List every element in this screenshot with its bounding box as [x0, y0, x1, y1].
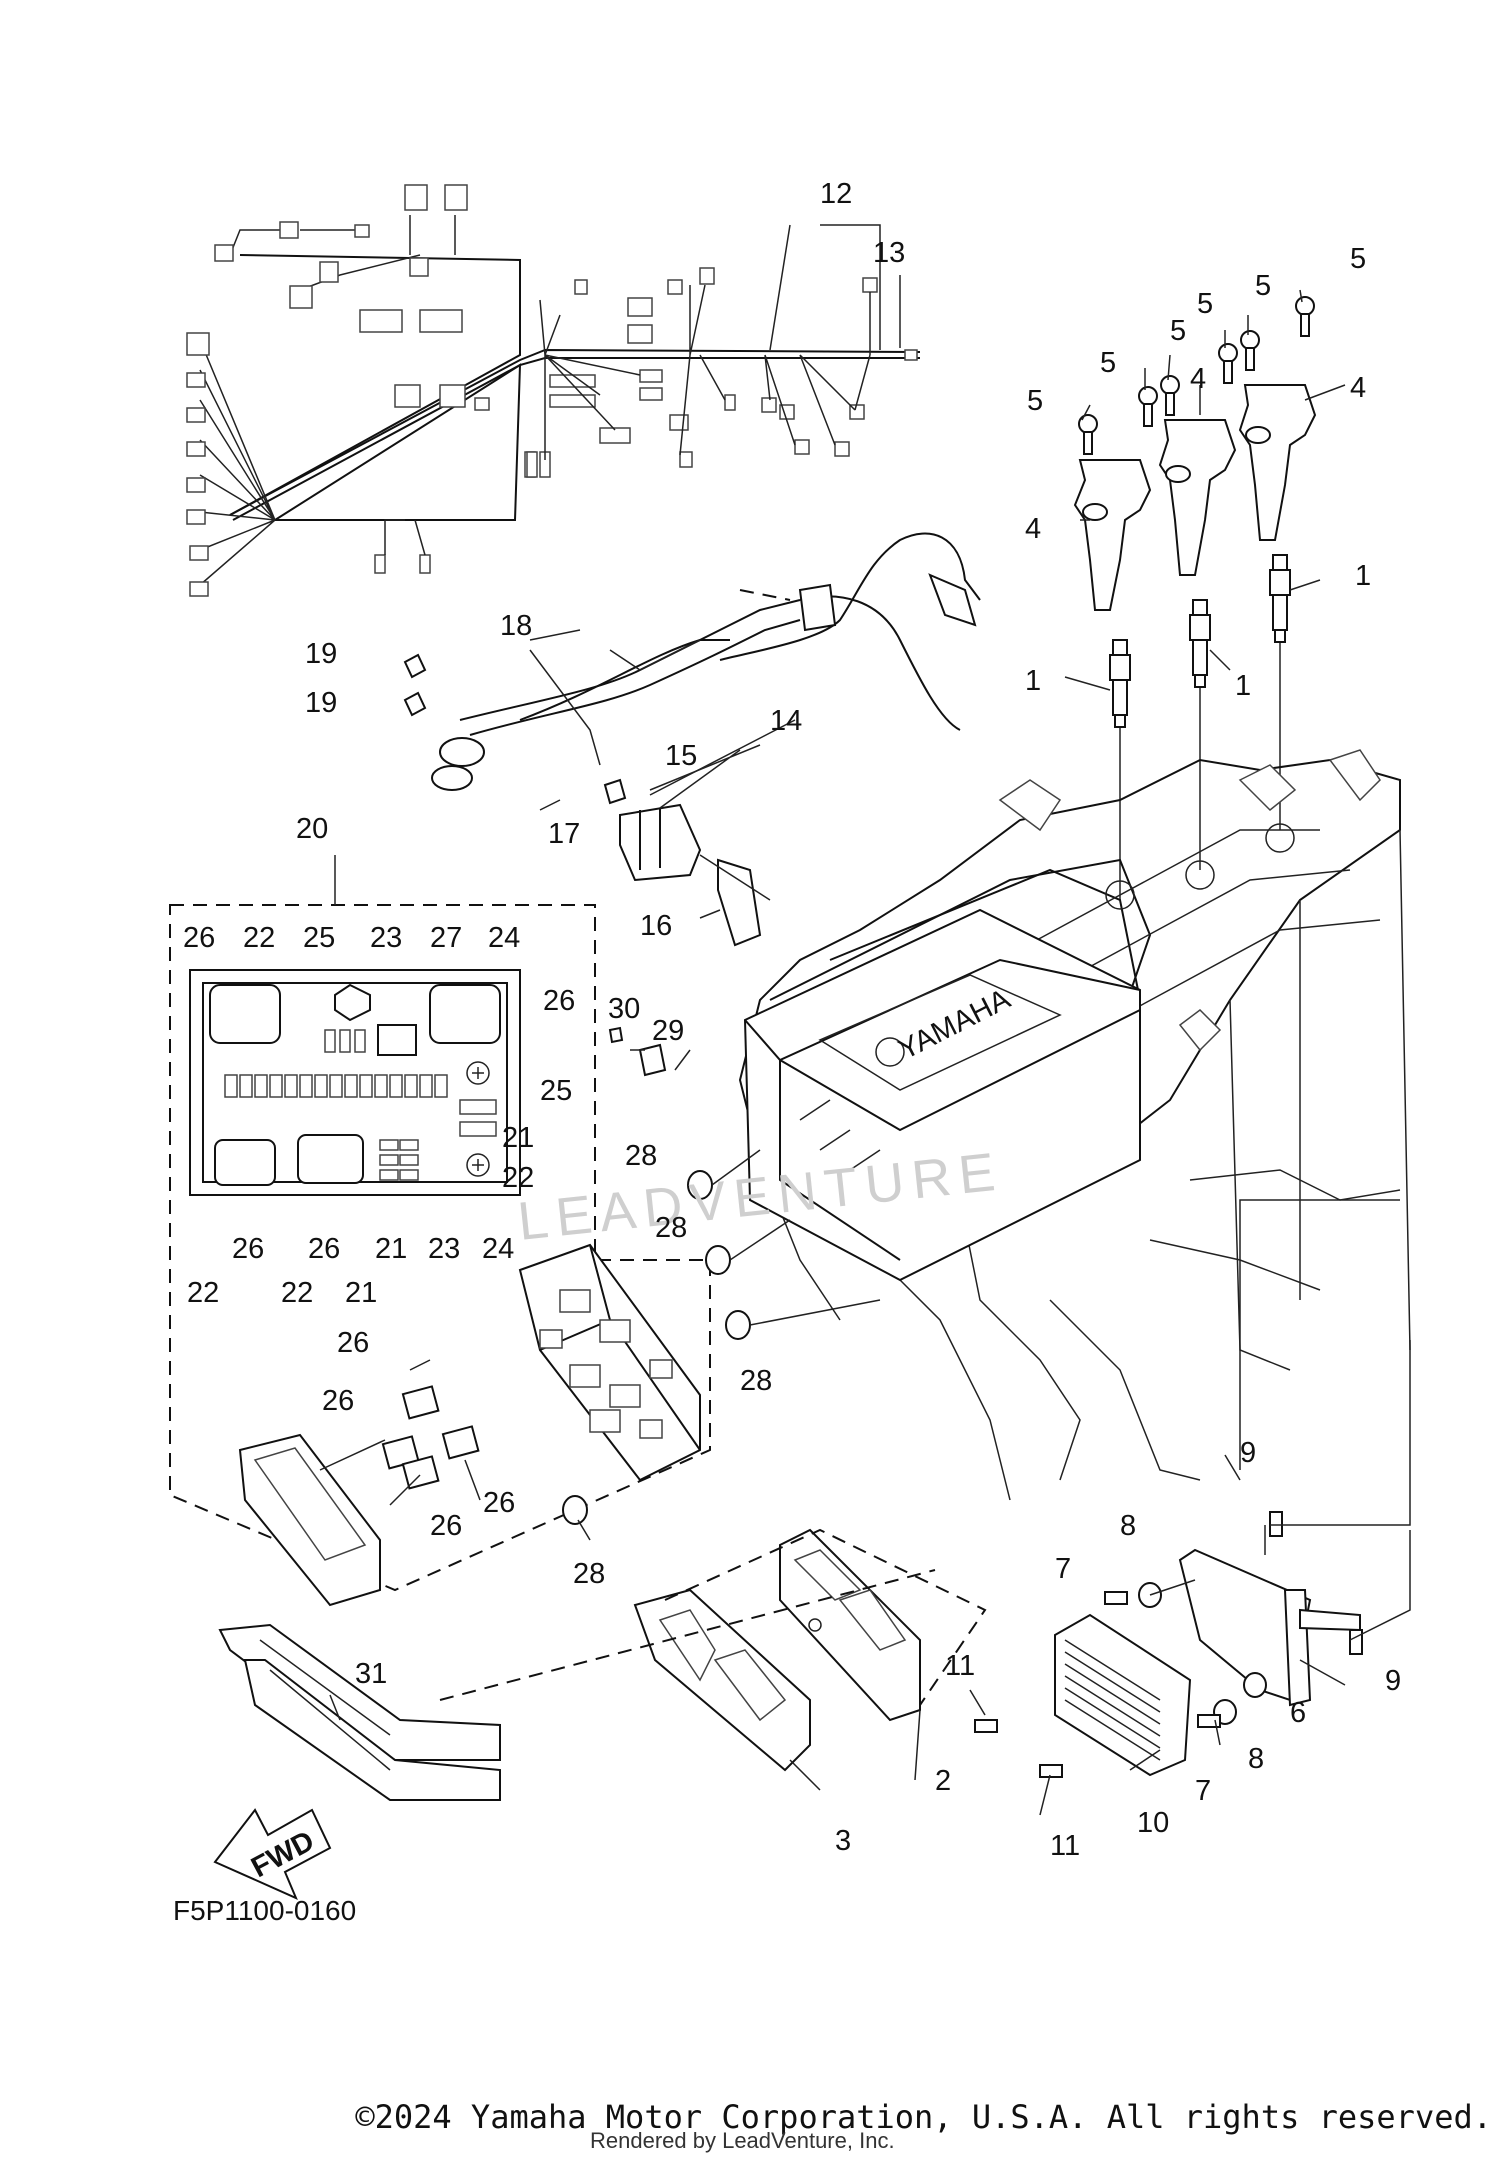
callout-5: 5: [1170, 315, 1186, 347]
callout-12: 12: [820, 178, 852, 210]
callout-7: 7: [1055, 1553, 1071, 1585]
callout-16: 16: [640, 910, 672, 942]
callout-5: 5: [1255, 270, 1271, 302]
fuse-box-group: [169, 904, 711, 1607]
ecm-unit: [633, 1528, 987, 1772]
callout-4: 4: [1190, 363, 1206, 395]
copyright-notice: ©2024 Yamaha Motor Corporation, U.S.A. A…: [355, 2098, 1492, 2136]
callout-18: 18: [500, 610, 532, 642]
callout-29: 29: [652, 1015, 684, 1047]
callout-19: 19: [305, 638, 337, 670]
callout-22: 22: [187, 1277, 219, 1309]
fwd-arrow-icon: FWD: [213, 1808, 332, 1900]
rectifier-regulator: [974, 1199, 1411, 1778]
callout-26: 26: [322, 1385, 354, 1417]
callout-5: 5: [1027, 385, 1043, 417]
callout-7: 7: [1195, 1775, 1211, 1807]
callout-11: 11: [945, 1650, 975, 1682]
callout-21: 21: [345, 1277, 377, 1309]
callout-28: 28: [740, 1365, 772, 1397]
callout-26: 26: [483, 1487, 515, 1519]
callout-26: 26: [308, 1233, 340, 1265]
callout-26: 26: [430, 1510, 462, 1542]
callout-13: 13: [873, 237, 905, 269]
ignition-coils: [1073, 296, 1317, 611]
callout-10: 10: [1137, 1807, 1169, 1839]
callout-25: 25: [540, 1075, 572, 1107]
callout-1: 1: [1025, 665, 1041, 697]
callout-3: 3: [835, 1825, 851, 1857]
callout-27: 27: [430, 922, 462, 954]
callout-4: 4: [1350, 372, 1366, 404]
callout-26: 26: [337, 1327, 369, 1359]
callout-26: 26: [183, 922, 215, 954]
callout-5: 5: [1350, 243, 1366, 275]
callout-24: 24: [488, 922, 520, 954]
callout-8: 8: [1248, 1743, 1264, 1775]
callout-20: 20: [296, 813, 328, 845]
callout-8: 8: [1120, 1510, 1136, 1542]
callout-1: 1: [1355, 560, 1371, 592]
callout-22: 22: [243, 922, 275, 954]
callout-15: 15: [665, 740, 697, 772]
callout-23: 23: [428, 1233, 460, 1265]
intake-box: YAMAHA: [743, 908, 1141, 1282]
callout-26: 26: [543, 985, 575, 1017]
callout-17: 17: [548, 818, 580, 850]
callout-4: 4: [1025, 513, 1041, 545]
callout-9: 9: [1385, 1665, 1401, 1697]
mounting-strap: [218, 1569, 936, 1801]
callout-30: 30: [608, 993, 640, 1025]
callout-1: 1: [1235, 670, 1251, 702]
figure-code: F5P1100-0160: [173, 1895, 356, 1926]
callout-5: 5: [1100, 347, 1116, 379]
callout-21: 21: [375, 1233, 407, 1265]
callout-31: 31: [355, 1658, 387, 1690]
rendered-by-note: Rendered by LeadVenture, Inc.: [590, 2128, 895, 2153]
callout-28: 28: [625, 1140, 657, 1172]
callout-11: 11: [1050, 1830, 1080, 1862]
callout-22: 22: [502, 1162, 534, 1194]
callout-22: 22: [281, 1277, 313, 1309]
callout-23: 23: [370, 922, 402, 954]
callout-26: 26: [232, 1233, 264, 1265]
callout-6: 6: [1290, 1697, 1306, 1729]
spark-plugs: [1109, 554, 1291, 900]
grommets: [562, 1026, 881, 1525]
callout-24: 24: [482, 1233, 514, 1265]
callout-28: 28: [655, 1212, 687, 1244]
callout-2: 2: [935, 1765, 951, 1797]
callout-9: 9: [1240, 1437, 1256, 1469]
battery-cables: [403, 532, 981, 791]
callout-5: 5: [1197, 288, 1213, 320]
callout-21: 21: [502, 1122, 534, 1154]
callout-numbers: 1 1 1 2 3 4 4 4 5 5 5 5 5 5 6 7 7 8 8 9 …: [183, 178, 1401, 1862]
callout-14: 14: [770, 705, 802, 737]
leader-lines: [319, 224, 1346, 1816]
callout-19: 19: [305, 687, 337, 719]
wire-harness: [186, 184, 921, 597]
callout-25: 25: [303, 922, 335, 954]
callout-28: 28: [573, 1558, 605, 1590]
relay-assembly: [603, 719, 796, 947]
